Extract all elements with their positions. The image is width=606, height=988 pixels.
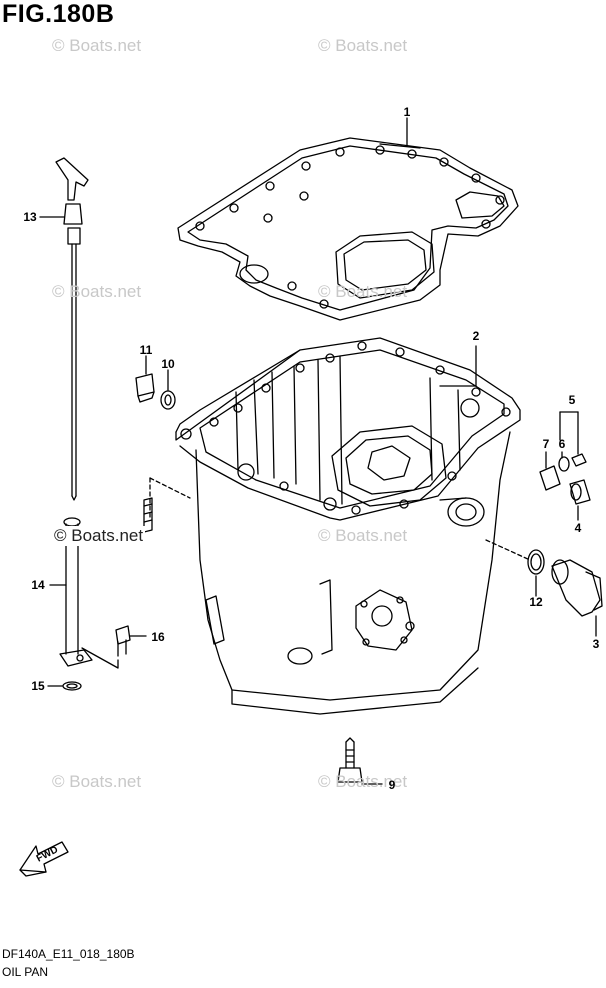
callout-4: 4 [574,521,582,535]
callout-2: 2 [472,329,480,343]
fwd-arrow-icon [19,841,69,877]
watermark: © Boats.net [52,772,142,791]
o-ring-15-part [47,681,82,691]
cap-4-part [569,479,591,521]
drain-plug-3-part [551,559,603,637]
fitting-7-part [539,451,561,491]
watermark: © Boats.net [52,36,142,55]
figure-title: FIG.180B [2,0,115,28]
callout-16: 16 [151,630,165,644]
watermark-dark: © Boats.net [52,526,146,546]
diagram-code: DF140A_E11_018_180B [2,947,135,961]
callout-3: 3 [592,637,600,651]
stud-bolt-part [143,497,153,533]
watermark: © Boats.net [318,36,408,55]
callout-15: 15 [31,679,45,693]
fitting-5-part [559,411,587,467]
oil-pan-part [149,337,531,715]
dipstick-part [39,157,89,501]
bolt-16-part [115,625,147,657]
callout-7: 7 [542,437,550,451]
watermark: © Boats.net [52,282,142,301]
gasket-part [177,117,519,321]
callout-9: 9 [388,778,396,792]
callout-10: 10 [161,357,175,371]
callout-12: 12 [529,595,543,609]
callout-6: 6 [558,437,566,451]
bolt-9-part [337,737,383,785]
o-ring-12-part [527,549,545,597]
callout-1: 1 [403,105,411,119]
o-ring-6-part [558,451,570,472]
plug-11-part [135,355,155,403]
callout-13: 13 [23,210,37,224]
watermark: © Boats.net [318,282,408,301]
callout-5: 5 [568,393,576,407]
watermark: © Boats.net [318,526,408,545]
washer-10-part [160,369,176,410]
diagram-name: OIL PAN [2,965,49,979]
callout-14: 14 [31,578,45,592]
watermark: © Boats.net [318,772,408,791]
callout-11: 11 [139,343,153,357]
